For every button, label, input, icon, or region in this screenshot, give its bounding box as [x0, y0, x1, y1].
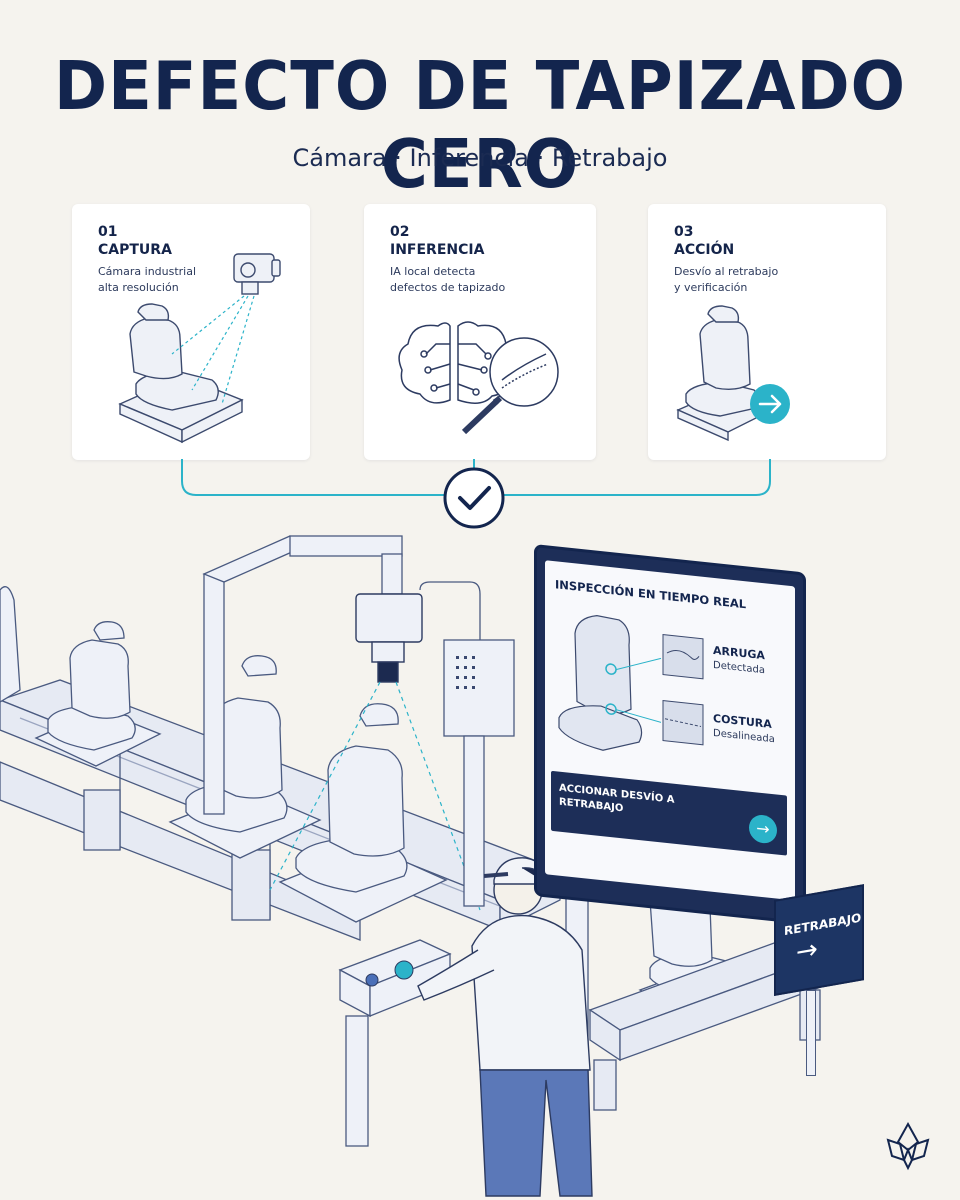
- seat-scan-icon: [558, 615, 704, 751]
- step-number: 01: [98, 224, 118, 240]
- step-name: INFERENCIA: [390, 242, 485, 258]
- step-number: 02: [390, 224, 410, 240]
- inspection-line-scene: [0, 535, 842, 1197]
- brain-magnifier-icon: [398, 321, 559, 435]
- rework-sign-label: RETRABAJO: [784, 910, 862, 939]
- camera-seat-icon: [118, 253, 281, 444]
- arrow-right-icon: →: [749, 813, 777, 845]
- step-name: CAPTURA: [98, 242, 172, 258]
- realtime-inspection-monitor: INSPECCIÓN EN TIEMPO REAL ARRUGA Detecta…: [534, 544, 806, 925]
- check-icon: [443, 467, 505, 529]
- sign-post: [806, 990, 816, 1076]
- page-subtitle: Cámara · Inferencia · Retrabajo: [292, 144, 668, 172]
- divert-button-icon: [394, 960, 414, 980]
- control-panel: [338, 939, 452, 1147]
- process-connector: [181, 459, 771, 529]
- arrow-right-icon: →: [796, 934, 818, 969]
- operator-figure: [417, 857, 593, 1197]
- seat-arrow-icon: [676, 305, 790, 442]
- step-number: 03: [674, 224, 694, 240]
- page-title: DEFECTO DE TAPIZADO CERO: [53, 48, 907, 204]
- step-name: ACCIÓN: [674, 242, 735, 258]
- inspection-camera-icon: [355, 593, 423, 683]
- rework-sign: RETRABAJO →: [774, 884, 864, 996]
- monitor-screen: INSPECCIÓN EN TIEMPO REAL ARRUGA Detecta…: [545, 560, 795, 901]
- brand-logo-icon: [886, 1121, 930, 1171]
